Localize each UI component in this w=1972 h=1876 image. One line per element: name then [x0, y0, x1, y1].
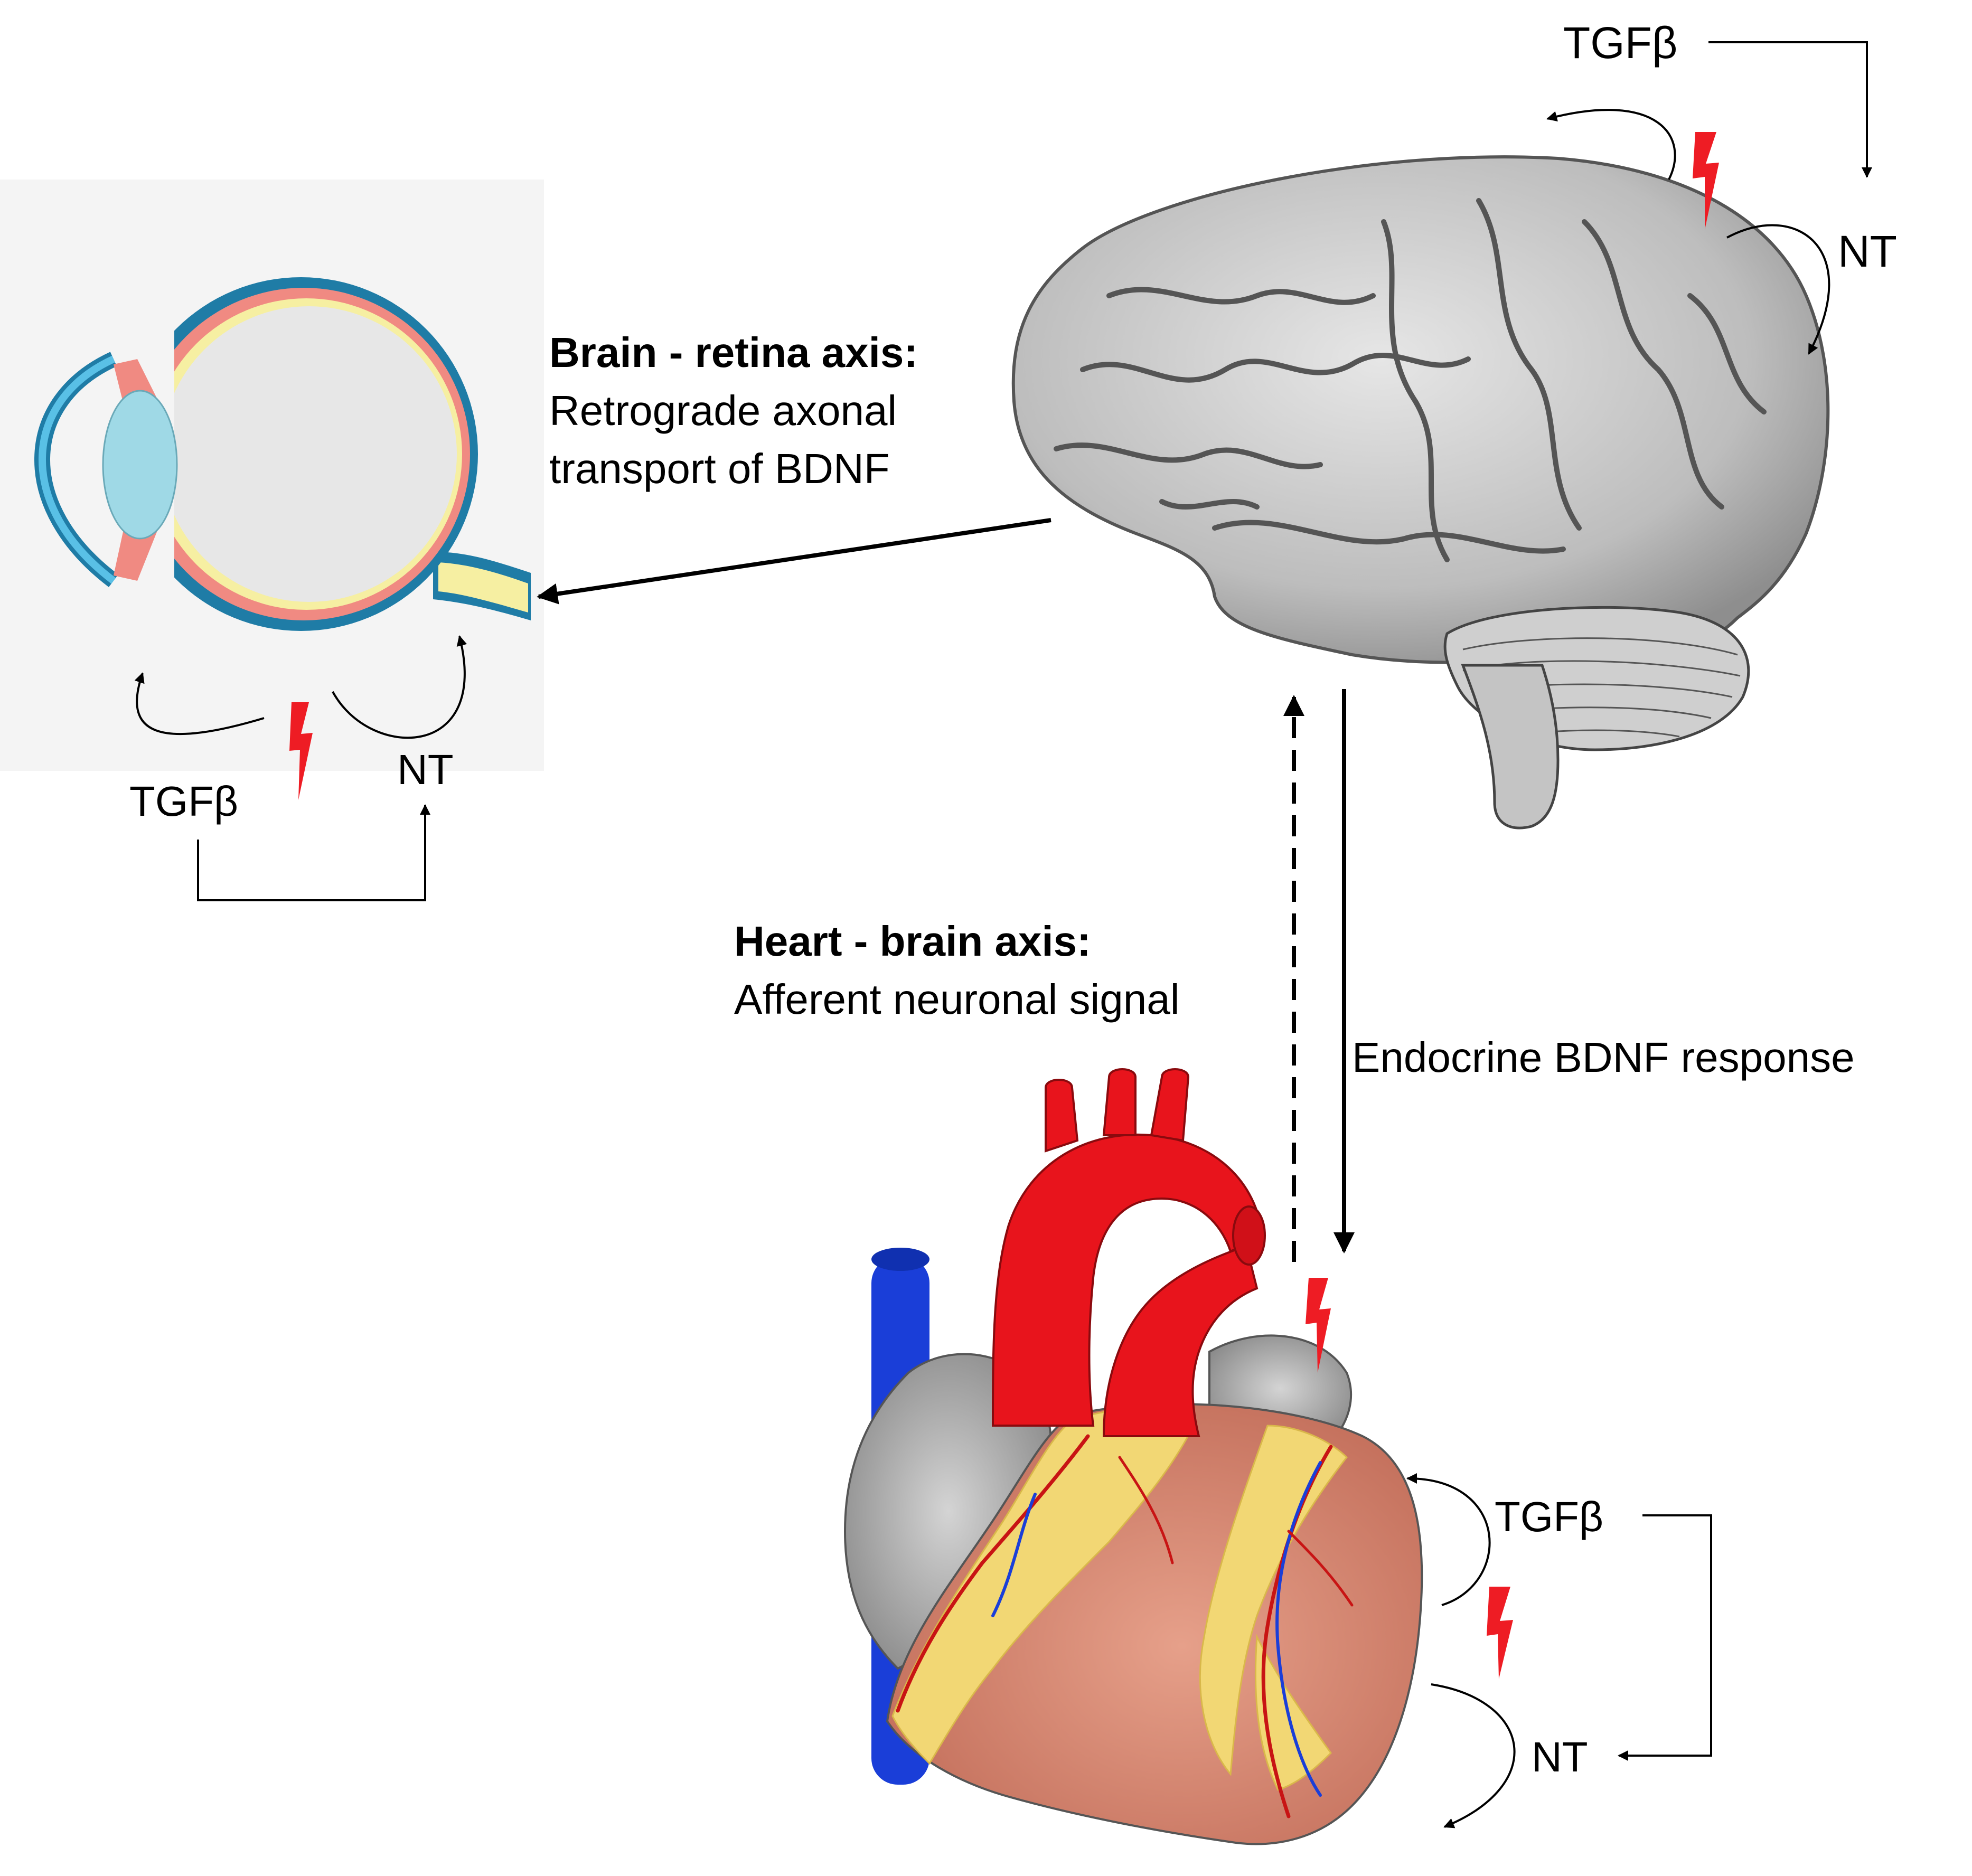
- heart-illustration: [843, 1068, 1423, 1845]
- brain-retina-line2: transport of BDNF: [549, 445, 890, 492]
- brain-retina-axis-label: Brain - retina axis: Retrograde axonal t…: [549, 329, 918, 492]
- eye-lens: [102, 390, 178, 540]
- brain-tgf-curved-arrow: [1546, 109, 1676, 180]
- brain-nt-label: NT: [1838, 227, 1897, 276]
- pulmonary-trunk-opening: [1232, 1205, 1266, 1266]
- brain-gyri: [1054, 198, 1767, 562]
- eye-tgf-label: TGFβ: [129, 778, 238, 825]
- eye-tgf-curved-arrow: [134, 672, 265, 736]
- eye-nt-label: NT: [397, 746, 454, 793]
- brain-feedback-loop: TGFβ NT: [1546, 18, 1897, 355]
- eye-tgf-to-nt-arrow: [197, 804, 430, 901]
- eye-feedback-loop: TGFβ NT: [129, 635, 467, 901]
- brain-nt-curved-arrow: [1726, 224, 1830, 355]
- heart-nt-label: NT: [1532, 1733, 1588, 1780]
- heart-brain-title: Heart - brain axis:: [734, 918, 1091, 965]
- heart-brain-line1: Afferent neuronal signal: [734, 976, 1180, 1023]
- brain-illustration: [1011, 155, 1830, 829]
- eye-illustration: [0, 180, 544, 771]
- optic-nerve: [438, 562, 528, 612]
- brain-lightning-icon: [1693, 132, 1719, 230]
- heart-top-lightning-icon: [1306, 1278, 1331, 1373]
- heart-brain-axis-label: Heart - brain axis: Afferent neuronal si…: [734, 918, 1180, 1023]
- heart-tgf-label: TGFβ: [1495, 1493, 1603, 1540]
- heart-nt-curved-arrow: [1431, 1683, 1516, 1828]
- brain-to-retina-arrow: [537, 518, 1051, 605]
- brain-retina-title: Brain - retina axis:: [549, 329, 918, 376]
- vena-cava-opening: [871, 1248, 929, 1271]
- eye-cornea-inner: [39, 355, 116, 584]
- heart-lightning-icon: [1487, 1587, 1513, 1679]
- aortic-branches: [1045, 1068, 1190, 1153]
- brain-tgf-to-nt-arrow: [1708, 41, 1872, 178]
- brain-tgf-label: TGFβ: [1563, 18, 1677, 68]
- eye-nt-curved-arrow: [332, 635, 467, 739]
- eye-vitreous: [161, 306, 457, 602]
- heart-tgf-to-nt-arrow: [1618, 1514, 1712, 1761]
- aorta: [991, 1134, 1264, 1427]
- heart-feedback-loop: TGFβ NT: [1406, 1473, 1712, 1828]
- coronary-vessels: [896, 1434, 1354, 1818]
- brain-retina-line1: Retrograde axonal: [549, 387, 897, 434]
- epicardial-fat: [891, 1408, 1348, 1791]
- endocrine-bdnf-label: Endocrine BDNF response: [1352, 1034, 1855, 1081]
- brainstem: [1461, 664, 1560, 829]
- eye-lightning-icon: [289, 702, 313, 800]
- heart-tgf-curved-arrow: [1406, 1473, 1491, 1606]
